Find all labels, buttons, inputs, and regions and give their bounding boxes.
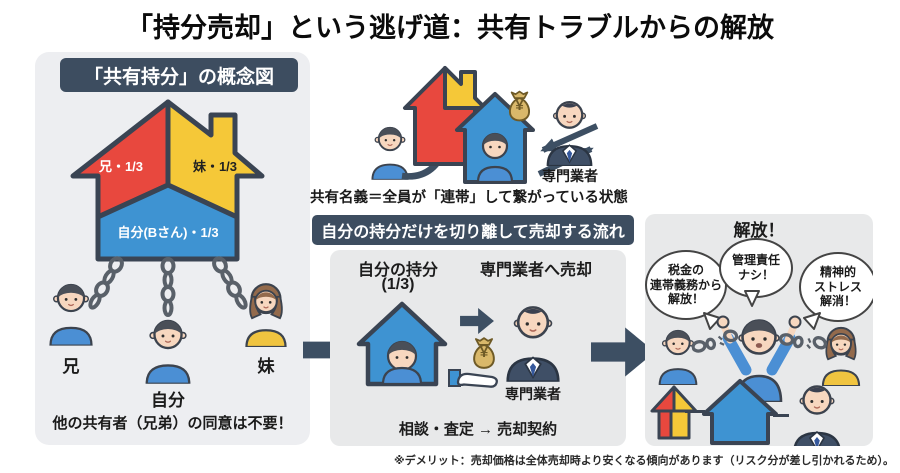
payment-bag-yen-label: ¥ [479,344,489,361]
release-title: 解放！ [733,221,785,240]
footer-note: ※デメリット：売却価格は全体売却時より安くなる傾向があります（リスク分が差し引か… [394,455,894,467]
connector-line-left [685,410,705,413]
my-share-house-icon [356,301,448,387]
bubble-tax-tail-icon [703,312,721,330]
brother-label: 兄 [62,357,80,376]
bubble-management-line1: 管理責任 [731,253,780,268]
release-agent-avatar-icon [787,380,847,446]
concept-panel: 「共有持分」の概念図 兄・1/3 妹・1/3 自分(Bさん)・1/3 [35,52,310,445]
bubble-tax-line1: 税金の [667,263,704,278]
sold-share-house-icon [650,385,698,440]
bubble-stress-tail-icon [803,312,821,330]
bubble-stress-line2: ストレス [813,279,862,294]
sell-arrow-icon [456,308,498,334]
my-share-label: 自分の持分 [357,262,438,279]
self-share-label: 自分(Bさん)・1/3 [117,225,219,240]
flow-agent-avatar-icon [500,300,566,382]
sister-label: 妹 [257,357,275,376]
connector-line-right [773,414,789,417]
sister-avatar-icon [238,280,294,347]
shared-house-icon: 兄・1/3 妹・1/3 自分(Bさん)・1/3 [65,96,270,264]
release-panel: 解放！ 税金の 連帯義務から 解放！ 管理責任 ナシ！ 精神的 ストレス 解消！ [645,214,873,446]
bubble-tax-line3: 解放！ [667,292,704,307]
flow-agent-label: 専門業者 [505,386,561,402]
concept-panel-header: 「共有持分」の概念図 [60,58,298,92]
chains-icon [88,256,248,317]
bubble-management-tail-icon [744,290,760,307]
bubble-management-line2: ナシ！ [737,268,774,282]
sister-share-label: 妹・1/3 [192,159,238,174]
self-label: 自分 [151,391,185,410]
bubble-management: 管理責任 ナシ！ [719,238,793,298]
my-share-fraction: (1/3) [381,276,415,293]
money-bag-yen-label: ¥ [515,97,524,114]
bubble-stress: 精神的 ストレス 解消！ [799,252,873,322]
main-house-icon [702,379,778,445]
shared-house-small-icon [403,66,535,184]
bubble-tax-line2: 連帯義務から [649,277,722,292]
flow-header: 自分の持分だけを切り離して売却する流れ [312,215,634,245]
sell-to-label: 専門業者へ売却 [479,262,592,279]
flow-steps-label: 相談・査定 → 売却契約 [398,421,558,438]
hand-icon [448,369,498,388]
bubble-stress-line1: 精神的 [819,265,856,280]
bubble-stress-line3: 解消！ [819,294,856,309]
brother-avatar-icon [43,278,99,346]
flow-panel: 自分の持分 (1/3) 専門業者へ売却 ¥ 専門業者 相談・査定 → 売却契約 [330,250,626,446]
joint-state-caption: 共有名義＝全員が「連帯」して繋がっている状態 [310,190,628,206]
consent-note: 他の共有者（兄弟）の同意は不要！ [52,415,293,432]
agent-label: 専門業者 [542,168,598,184]
self-avatar-icon [139,314,197,384]
page-title: 「持分売却」という逃げ道：共有トラブルからの解放 [126,13,774,43]
agent-avatar-icon [541,96,598,166]
brother-share-label: 兄・1/3 [98,159,144,174]
